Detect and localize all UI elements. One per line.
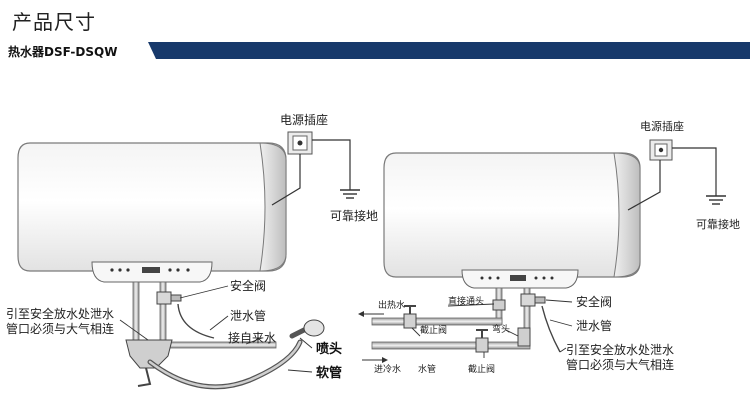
left-outlet-pipe <box>132 281 140 345</box>
right-straight-joint-label: 直接通头 <box>448 295 484 307</box>
left-socket-label: 电源插座 <box>280 112 328 127</box>
right-water-pipe-label: 水管 <box>418 363 436 375</box>
right-leader-lines <box>411 299 573 358</box>
left-hose-label: 软管 <box>316 365 342 381</box>
left-safety-valve <box>156 291 182 305</box>
left-heater-group <box>17 131 360 390</box>
right-cold-water-pipe <box>371 341 531 350</box>
right-hot-out-arrow <box>358 311 384 317</box>
right-drain-pipe-label: 泄水管 <box>576 318 612 333</box>
right-cold-in-arrow <box>362 357 388 363</box>
right-note-line2: 管口必须与大气相连 <box>566 357 674 372</box>
right-straight-joint <box>492 299 506 311</box>
left-tank-body <box>17 142 287 272</box>
header-bar <box>0 42 750 59</box>
right-panel-buttons <box>480 275 554 281</box>
left-tap-water-label: 接自来水 <box>228 330 276 345</box>
right-tank-cap <box>613 152 641 278</box>
right-note-line1: 引至安全放水处泄水 <box>566 342 674 357</box>
right-bottom-shutoff-valve <box>475 329 489 353</box>
right-elbow-label: 弯头 <box>492 323 510 335</box>
right-ground-wire <box>672 147 717 196</box>
right-heater-group <box>358 139 726 363</box>
right-safety-valve-label: 安全阀 <box>576 294 612 309</box>
model-subtitle: 热水器DSF-DSQW <box>8 45 118 59</box>
left-leader-lines <box>119 285 313 373</box>
right-hot-out-label: 出热水 <box>378 299 405 311</box>
right-safety-valve <box>520 293 546 307</box>
left-ground-label: 可靠接地 <box>330 208 378 223</box>
right-shutoff-top-label: 截止阀 <box>420 324 447 336</box>
right-ground-symbol <box>706 195 726 205</box>
left-inlet-pipe <box>159 281 167 345</box>
right-drain-tube <box>541 305 561 353</box>
page-title: 产品尺寸 <box>12 10 96 34</box>
right-shutoff-bottom-label: 截止阀 <box>468 363 495 375</box>
subtitle-tab <box>0 42 156 59</box>
left-drain-pipe-label: 泄水管 <box>230 308 266 323</box>
right-cold-in-label: 进冷水 <box>374 363 401 375</box>
left-power-cord <box>271 154 301 206</box>
left-note-line1: 引至安全放水处泄水 <box>6 306 114 321</box>
left-shower-head-label: 喷头 <box>316 341 342 357</box>
left-safety-valve-label: 安全阀 <box>230 278 266 293</box>
left-panel-buttons <box>110 267 190 273</box>
left-note-line2: 管口必须与大气相连 <box>6 321 114 336</box>
left-drain-tube <box>177 303 215 339</box>
right-socket-label: 电源插座 <box>640 119 684 133</box>
right-ground-label: 可靠接地 <box>696 217 740 231</box>
right-power-cord <box>627 160 661 211</box>
right-tank-body <box>383 152 641 278</box>
left-ground-wire <box>312 139 351 190</box>
right-top-shutoff-valve <box>403 305 417 329</box>
right-elbow <box>517 327 531 347</box>
left-shower-head <box>289 319 325 339</box>
left-ground-symbol <box>340 189 360 199</box>
right-hot-water-pipe <box>371 317 503 326</box>
left-tank-cap <box>259 142 287 272</box>
